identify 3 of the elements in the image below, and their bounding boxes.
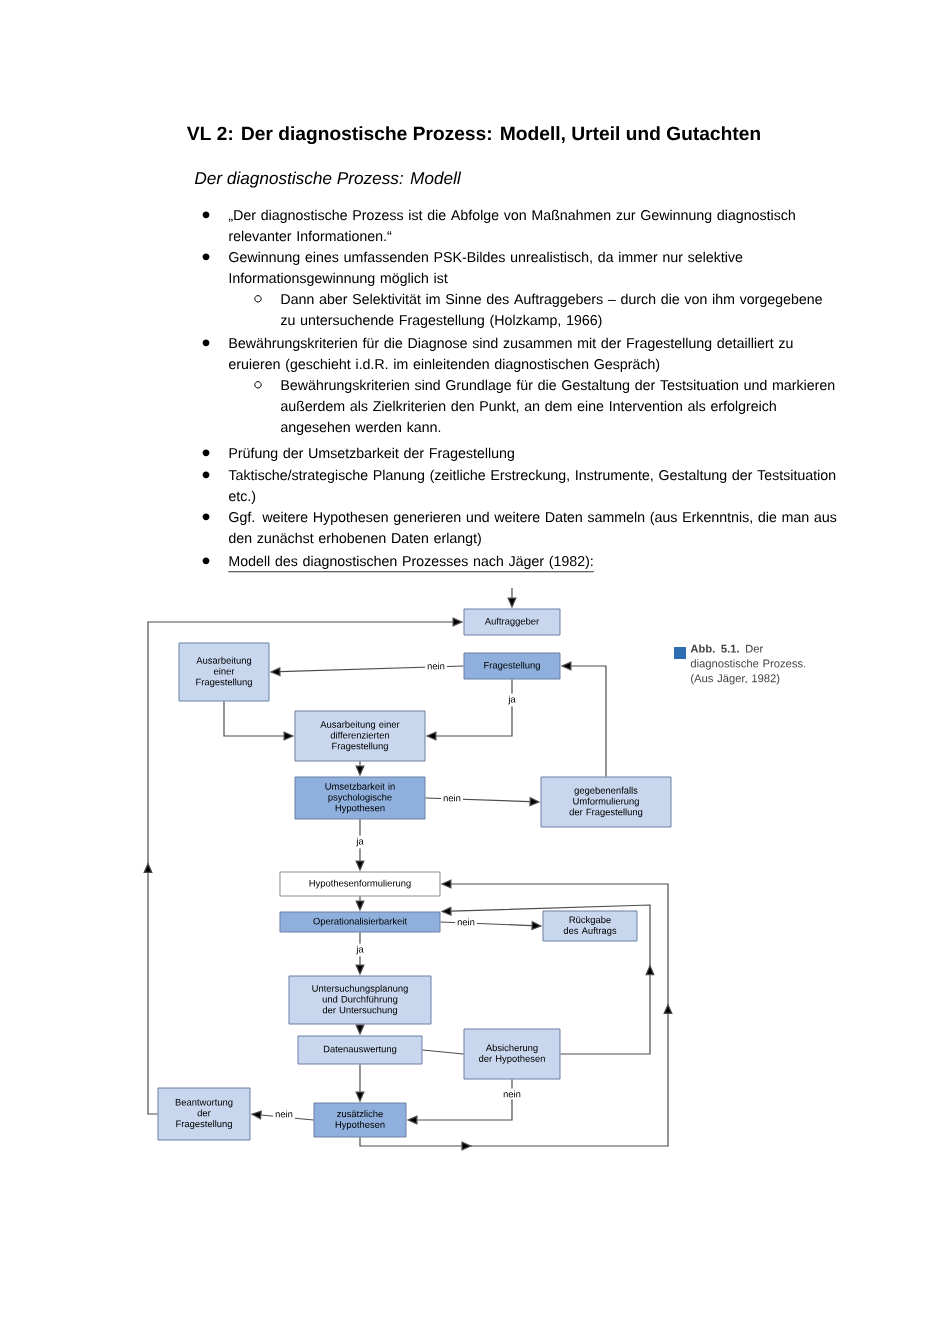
arrow [359,879,673,1151]
title: VL 2: Der diagnostische Prozess: Modell, Urteil und Gutachten [186,126,760,145]
subheading: Der diagnostische Prozess: Modell [194,171,462,188]
